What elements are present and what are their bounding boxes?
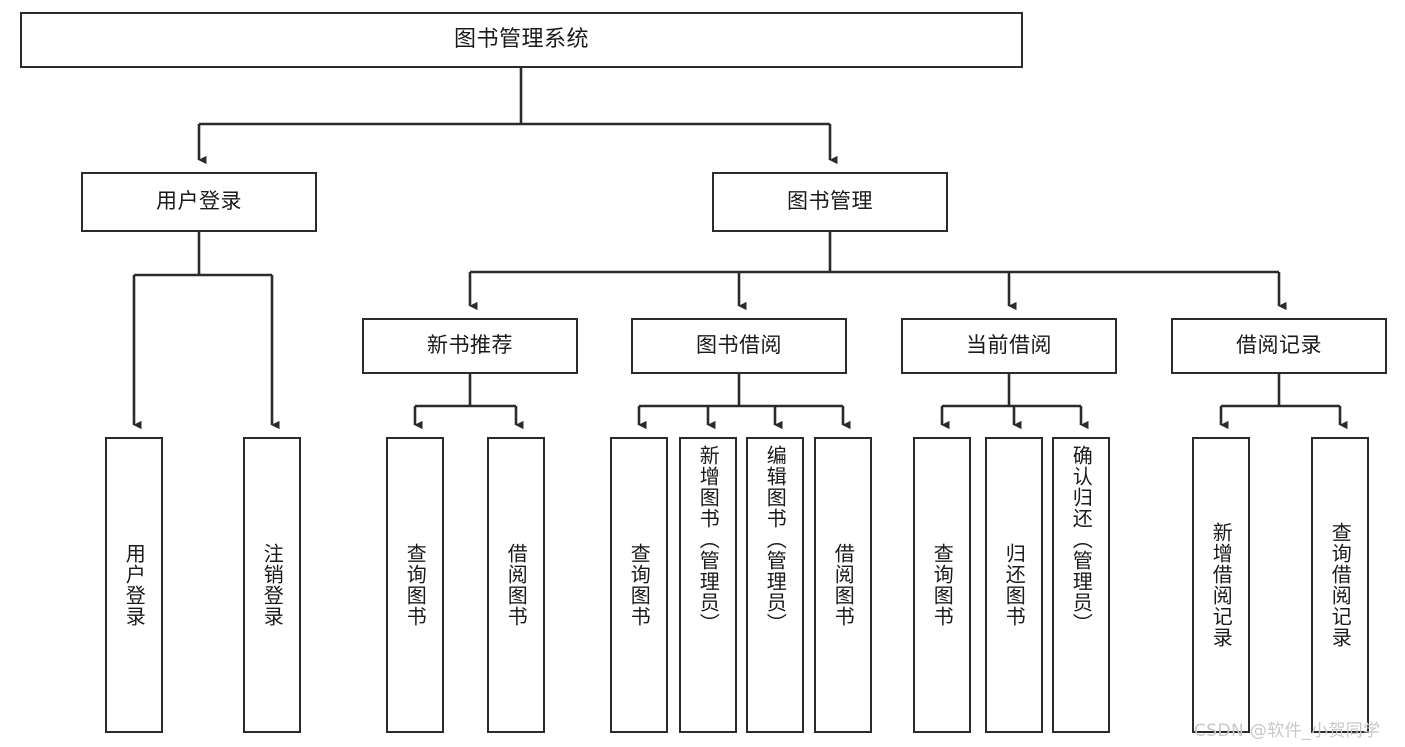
leaf-logout[interactable]: 注销登录 xyxy=(243,437,301,733)
leaf-label: 查询图书 xyxy=(930,543,955,627)
leaf-add-borrow-record[interactable]: 新增借阅记录 xyxy=(1192,437,1250,733)
leaf-return-book[interactable]: 归还图书 xyxy=(985,437,1043,733)
leaf-label: 确认归还（管理员） xyxy=(1069,445,1094,634)
node-user-login[interactable]: 用户登录 xyxy=(81,172,317,232)
leaf-label: 归还图书 xyxy=(1002,543,1027,627)
node-book-borrow[interactable]: 图书借阅 xyxy=(631,318,847,374)
leaf-user-login[interactable]: 用户登录 xyxy=(105,437,163,733)
node-new-book-recommend[interactable]: 新书推荐 xyxy=(362,318,578,374)
leaf-edit-book-admin[interactable]: 编辑图书（管理员） xyxy=(746,437,804,733)
leaf-label: 借阅图书 xyxy=(504,543,529,627)
csdn-watermark: CSDN @软件_小贺同学 xyxy=(1194,721,1381,741)
leaf-label: 借阅图书 xyxy=(831,543,856,627)
leaf-add-book-admin[interactable]: 新增图书（管理员） xyxy=(679,437,737,733)
leaf-query-book-current[interactable]: 查询图书 xyxy=(913,437,971,733)
leaf-label: 注销登录 xyxy=(260,543,285,627)
leaf-label: 新增图书（管理员） xyxy=(696,445,721,634)
leaf-confirm-return-admin[interactable]: 确认归还（管理员） xyxy=(1052,437,1110,733)
leaf-label: 查询图书 xyxy=(627,543,652,627)
leaf-query-borrow-record[interactable]: 查询借阅记录 xyxy=(1311,437,1369,733)
node-book-management[interactable]: 图书管理 xyxy=(712,172,948,232)
leaf-borrow-book-recommend[interactable]: 借阅图书 xyxy=(487,437,545,733)
leaf-label: 用户登录 xyxy=(122,543,147,627)
node-current-borrow[interactable]: 当前借阅 xyxy=(901,318,1117,374)
leaf-label: 查询图书 xyxy=(403,543,428,627)
leaf-query-book-borrow[interactable]: 查询图书 xyxy=(610,437,668,733)
node-root-system[interactable]: 图书管理系统 xyxy=(20,12,1023,68)
leaf-query-book-recommend[interactable]: 查询图书 xyxy=(386,437,444,733)
leaf-borrow-book[interactable]: 借阅图书 xyxy=(814,437,872,733)
leaf-label: 新增借阅记录 xyxy=(1209,522,1234,648)
leaf-label: 查询借阅记录 xyxy=(1328,522,1353,648)
leaf-label: 编辑图书（管理员） xyxy=(763,445,788,634)
node-borrow-record[interactable]: 借阅记录 xyxy=(1171,318,1387,374)
